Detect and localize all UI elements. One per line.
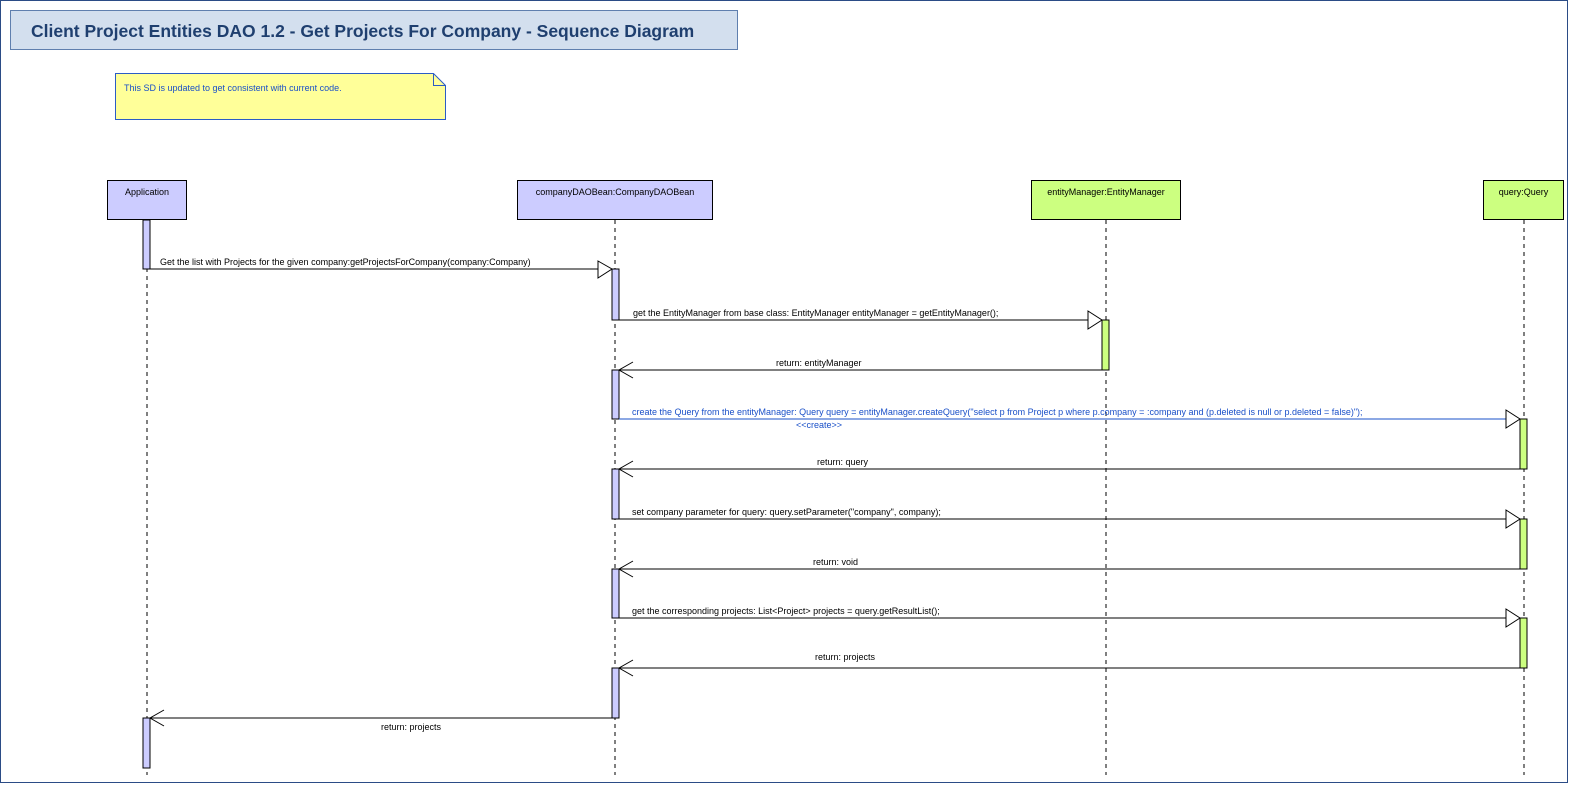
diagram-title: Client Project Entities DAO 1.2 - Get Pr…	[31, 21, 695, 41]
activation-bar	[1101, 319, 1110, 371]
message-label: return: query	[817, 457, 869, 467]
create-stereotype: <<create>>	[796, 420, 842, 430]
arrowhead-icon	[597, 260, 613, 279]
message-label: set company parameter for query: query.s…	[632, 507, 941, 517]
activation-bar	[142, 219, 151, 270]
lifeline-label-application: Application	[124, 187, 170, 197]
lifeline-label-entity-manager: entityManager:EntityManager	[1047, 187, 1165, 197]
open-arrowhead-icon	[617, 361, 634, 379]
activation-bar	[1519, 617, 1528, 669]
lifeline-head-entity-manager: entityManager:EntityManager	[1031, 180, 1181, 220]
activation-bar	[611, 667, 620, 719]
message-label: return: void	[813, 557, 858, 567]
activation-bar	[611, 369, 620, 420]
activation-bar	[611, 468, 620, 520]
message-label: create the Query from the entityManager:…	[632, 407, 1363, 417]
lifeline-head-application: Application	[107, 180, 187, 220]
activation-bar	[1519, 518, 1528, 570]
open-arrowhead-icon	[617, 560, 634, 578]
lifeline-label-dao: companyDAOBean:CompanyDAOBean	[535, 187, 695, 197]
message-label: return: projects	[815, 652, 876, 662]
note: This SD is updated to get consistent wit…	[115, 73, 446, 120]
message-label: return: projects	[381, 722, 442, 732]
activation-bar	[611, 268, 620, 321]
activation-bar	[142, 717, 151, 769]
arrowhead-icon	[1087, 310, 1103, 330]
note-text: This SD is updated to get consistent wit…	[124, 83, 342, 93]
message-label: return: entityManager	[776, 358, 862, 368]
arrowhead-icon	[1505, 409, 1521, 429]
open-arrowhead-icon	[617, 659, 634, 677]
open-arrowhead-icon	[148, 709, 165, 727]
note-shape	[115, 73, 446, 120]
open-arrowhead-icon	[617, 460, 634, 478]
arrowhead-icon	[1505, 509, 1521, 529]
lifeline-head-dao: companyDAOBean:CompanyDAOBean	[517, 180, 713, 220]
lifeline-head-query: query:Query	[1483, 180, 1564, 220]
diagram-title-box: Client Project Entities DAO 1.2 - Get Pr…	[10, 10, 738, 50]
arrowhead-icon	[1505, 608, 1521, 628]
lifeline-label-query: query:Query	[1498, 187, 1549, 197]
activation-bar	[1519, 418, 1528, 470]
message-label: get the corresponding projects: List<Pro…	[632, 606, 940, 616]
activation-bar	[611, 568, 620, 619]
message-label: Get the list with Projects for the given…	[160, 257, 531, 267]
message-label: get the EntityManager from base class: E…	[633, 308, 998, 318]
